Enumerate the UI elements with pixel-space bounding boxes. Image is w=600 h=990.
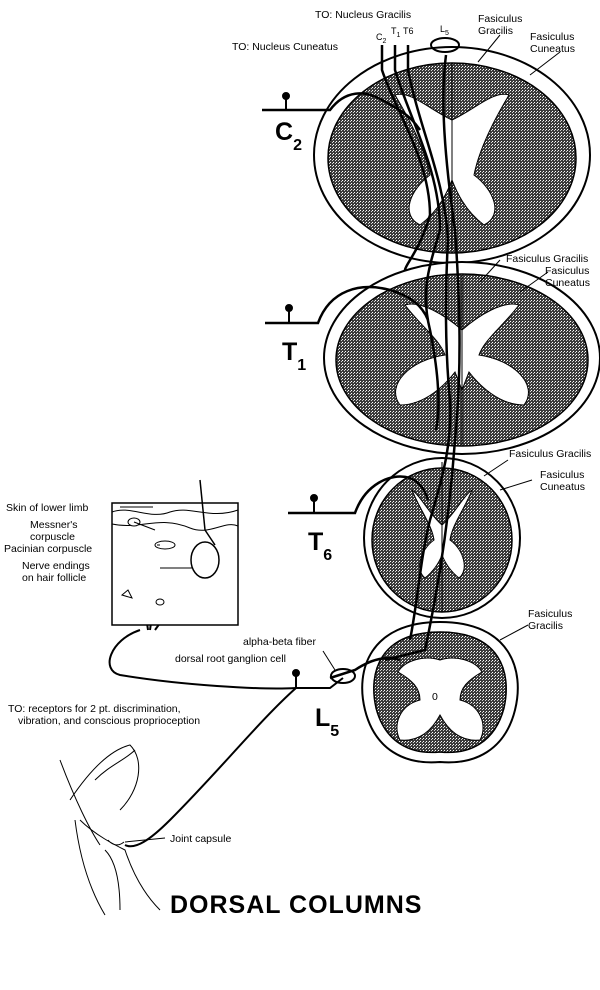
section-c2 [313,46,591,264]
c2-fasiculus-label-2: Fasiculus [530,31,574,43]
t1-fasiculus-gracilis-label: Fasiculus Gracilis [506,253,588,265]
diagram-title: DORSAL COLUMNS [170,891,422,919]
messner-label-2: corpuscle [30,531,75,543]
section-t1 [323,261,600,455]
joint-capsule-label: Joint capsule [170,833,231,845]
segment-t6-label: T6 [308,528,332,564]
segment-c2-label: C2 [275,118,302,154]
l5-fasiculus-label: Fasiculus [528,608,572,620]
skin-box [111,479,239,626]
fiber-tag-t6: T6 [403,26,414,36]
pacinian-label: Pacinian corpuscle [4,543,92,555]
c2-cuneatus-label: Cuneatus [530,43,575,55]
l5-gracilis-label: Gracilis [528,620,563,632]
skin-label: Skin of lower limb [6,502,88,514]
fiber-tag-c2: C2 [376,32,387,45]
t1-cuneatus-label: Cuneatus [545,277,590,289]
drg-cell-label: dorsal root ganglion cell [175,653,286,665]
to-nucleus-cuneatus-label: TO: Nucleus Cuneatus [232,41,338,53]
t6-cuneatus-label: Cuneatus [540,481,585,493]
c2-fasiculus-label-1: Fasiculus [478,13,522,25]
receptors-label-line2: vibration, and conscious proprioception [18,715,200,727]
t1-fasiculus-label: Fasiculus [545,265,589,277]
section-l5: 0 [361,620,519,764]
dorsal-column-fibers [262,45,461,680]
messner-label-1: Messner's [30,519,78,531]
ganglion-markers [282,37,460,688]
segment-l5-label: L5 [315,704,339,740]
t6-fasiculus-gracilis-label: Fasiculus Gracilis [509,448,591,460]
knee-sketch [59,744,161,916]
receptors-label-line1: TO: receptors for 2 pt. discrimination, [8,703,181,715]
section-t6 [363,457,521,619]
alpha-beta-fiber-label: alpha-beta fiber [243,636,316,648]
nerve-endings-label-2: on hair follicle [22,572,86,584]
to-nucleus-gracilis-label: TO: Nucleus Gracilis [315,9,411,21]
segment-t1-label: T1 [282,338,306,374]
leader-lines [120,34,561,843]
c2-gracilis-label: Gracilis [478,25,513,37]
fiber-tag-t1: T1 [391,26,401,39]
fiber-tag-l5: L5 [440,24,449,37]
nerve-endings-label-1: Nerve endings [22,560,90,572]
svg-text:0: 0 [432,691,438,703]
t6-fasiculus-label: Fasiculus [540,469,584,481]
